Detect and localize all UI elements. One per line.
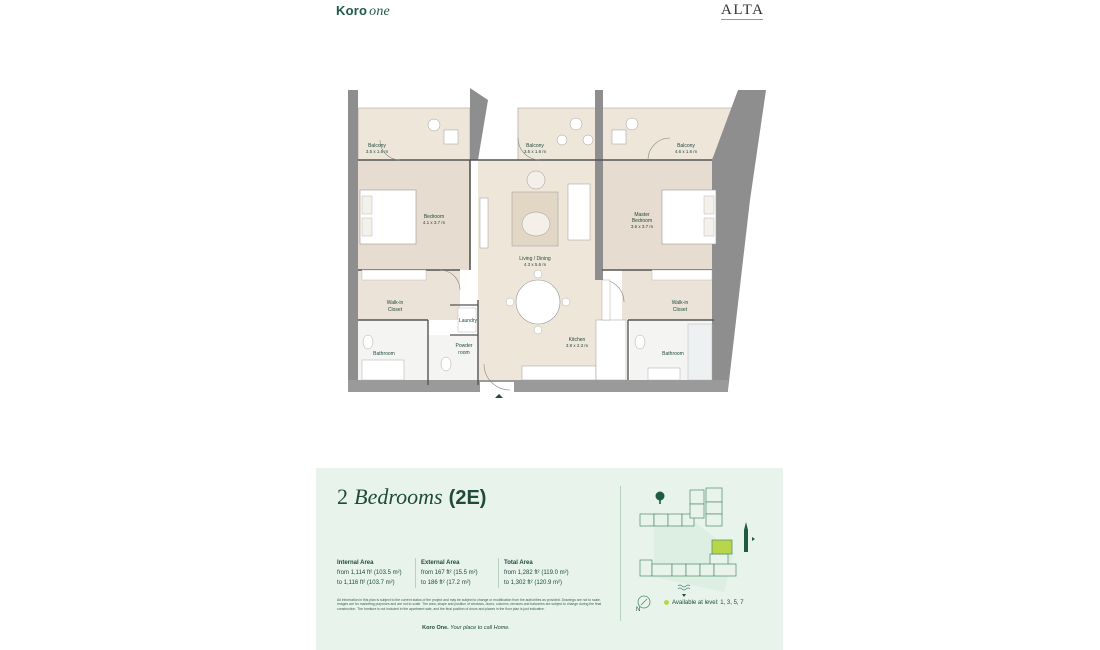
label-walkin-left-1: Walk-in bbox=[387, 300, 404, 306]
external-area: External Area from 167 ft² (15.5 m²) to … bbox=[421, 558, 478, 588]
logo-suffix: one bbox=[369, 4, 390, 19]
tagline-text: Your place to call Home. bbox=[450, 625, 510, 631]
label-living: Living / Dining bbox=[519, 256, 551, 262]
tagline-brand: Koro One. bbox=[422, 625, 449, 631]
unit-info-card: 2 Bedrooms (2E) Internal Area from 1,114… bbox=[316, 468, 783, 650]
dims-living: 4.3 x 5.6 m bbox=[524, 262, 547, 267]
water-icon bbox=[677, 584, 691, 591]
alta-logo-underline bbox=[721, 19, 763, 20]
label-master-2: Bedroom bbox=[632, 218, 652, 224]
label-walkin-right-2: Closet bbox=[673, 307, 688, 313]
title-word: Bedrooms bbox=[354, 484, 443, 509]
dims-balcony-right: 4.6 x 1.6 m bbox=[675, 149, 698, 154]
label-balcony-right: Balcony bbox=[677, 143, 695, 149]
key-plan bbox=[634, 482, 764, 612]
area-divider bbox=[498, 558, 499, 588]
logo-main: Koro bbox=[336, 3, 368, 18]
dims-balcony-left: 3.5 x 1.6 m bbox=[366, 149, 389, 154]
label-master-1: Master bbox=[634, 212, 650, 218]
total-area: Total Area from 1,282 ft² (119.0 m²) to … bbox=[504, 558, 569, 588]
external-area-to: to 186 ft² (17.2 m²) bbox=[421, 580, 471, 586]
title-number: 2 bbox=[337, 484, 348, 509]
dims-master: 3.6 x 3.7 m bbox=[631, 224, 654, 229]
total-area-label: Total Area bbox=[504, 560, 533, 566]
label-walkin-left-2: Closet bbox=[388, 307, 403, 313]
card-divider bbox=[620, 486, 621, 621]
compass-icon bbox=[636, 594, 652, 610]
label-walkin-right-1: Walk-in bbox=[672, 300, 689, 306]
dims-bedroom: 4.1 x 3.7 m bbox=[423, 220, 446, 225]
label-bathroom-right: Bathroom bbox=[662, 351, 684, 357]
label-balcony-center: Balcony bbox=[526, 143, 544, 149]
tree-icon bbox=[655, 491, 665, 504]
external-area-from: from 167 ft² (15.5 m²) bbox=[421, 570, 478, 576]
label-powder-1: Powder bbox=[456, 343, 473, 349]
external-area-label: External Area bbox=[421, 560, 460, 566]
internal-area-to: to 1,116 ft² (103.7 m²) bbox=[337, 580, 395, 586]
total-area-from: from 1,282 ft² (119.0 m²) bbox=[504, 570, 569, 576]
tagline: Koro One. Your place to call Home. bbox=[316, 625, 616, 631]
label-balcony-left: Balcony bbox=[368, 143, 386, 149]
label-laundry: Laundry bbox=[459, 318, 478, 324]
internal-area-from: from 1,114 ft² (103.5 m²) bbox=[337, 570, 402, 576]
area-divider bbox=[415, 558, 416, 588]
dims-balcony-center: 3.5 x 1.6 m bbox=[524, 149, 547, 154]
label-bedroom: Bedroom bbox=[424, 214, 444, 220]
label-powder-2: room bbox=[458, 350, 469, 356]
floor-plan: Balcony 3.5 x 1.6 m Balcony 3.5 x 1.6 m … bbox=[340, 80, 770, 410]
internal-area-label: Internal Area bbox=[337, 560, 374, 566]
internal-area: Internal Area from 1,114 ft² (103.5 m²) … bbox=[337, 558, 402, 588]
availability-text: Available at level: 1, 3, 5, 7 bbox=[672, 600, 744, 607]
unit-title: 2 Bedrooms (2E) bbox=[337, 484, 486, 510]
availability: Available at level: 1, 3, 5, 7 bbox=[664, 600, 744, 606]
title-code: (2E) bbox=[448, 487, 487, 509]
tower-icon bbox=[744, 522, 748, 552]
label-bathroom-left: Bathroom bbox=[373, 351, 395, 357]
availability-dot bbox=[664, 600, 669, 605]
alta-logo: ALTA bbox=[721, 2, 765, 18]
legal-disclaimer: All information in this plan is subject … bbox=[337, 598, 602, 611]
unit-highlight bbox=[711, 539, 733, 555]
north-label: N bbox=[636, 607, 641, 613]
label-kitchen: Kitchen bbox=[569, 337, 586, 343]
dims-kitchen: 3.8 x 2.3 m bbox=[566, 343, 589, 348]
total-area-to: to 1,302 ft² (120.9 m²) bbox=[504, 580, 563, 586]
